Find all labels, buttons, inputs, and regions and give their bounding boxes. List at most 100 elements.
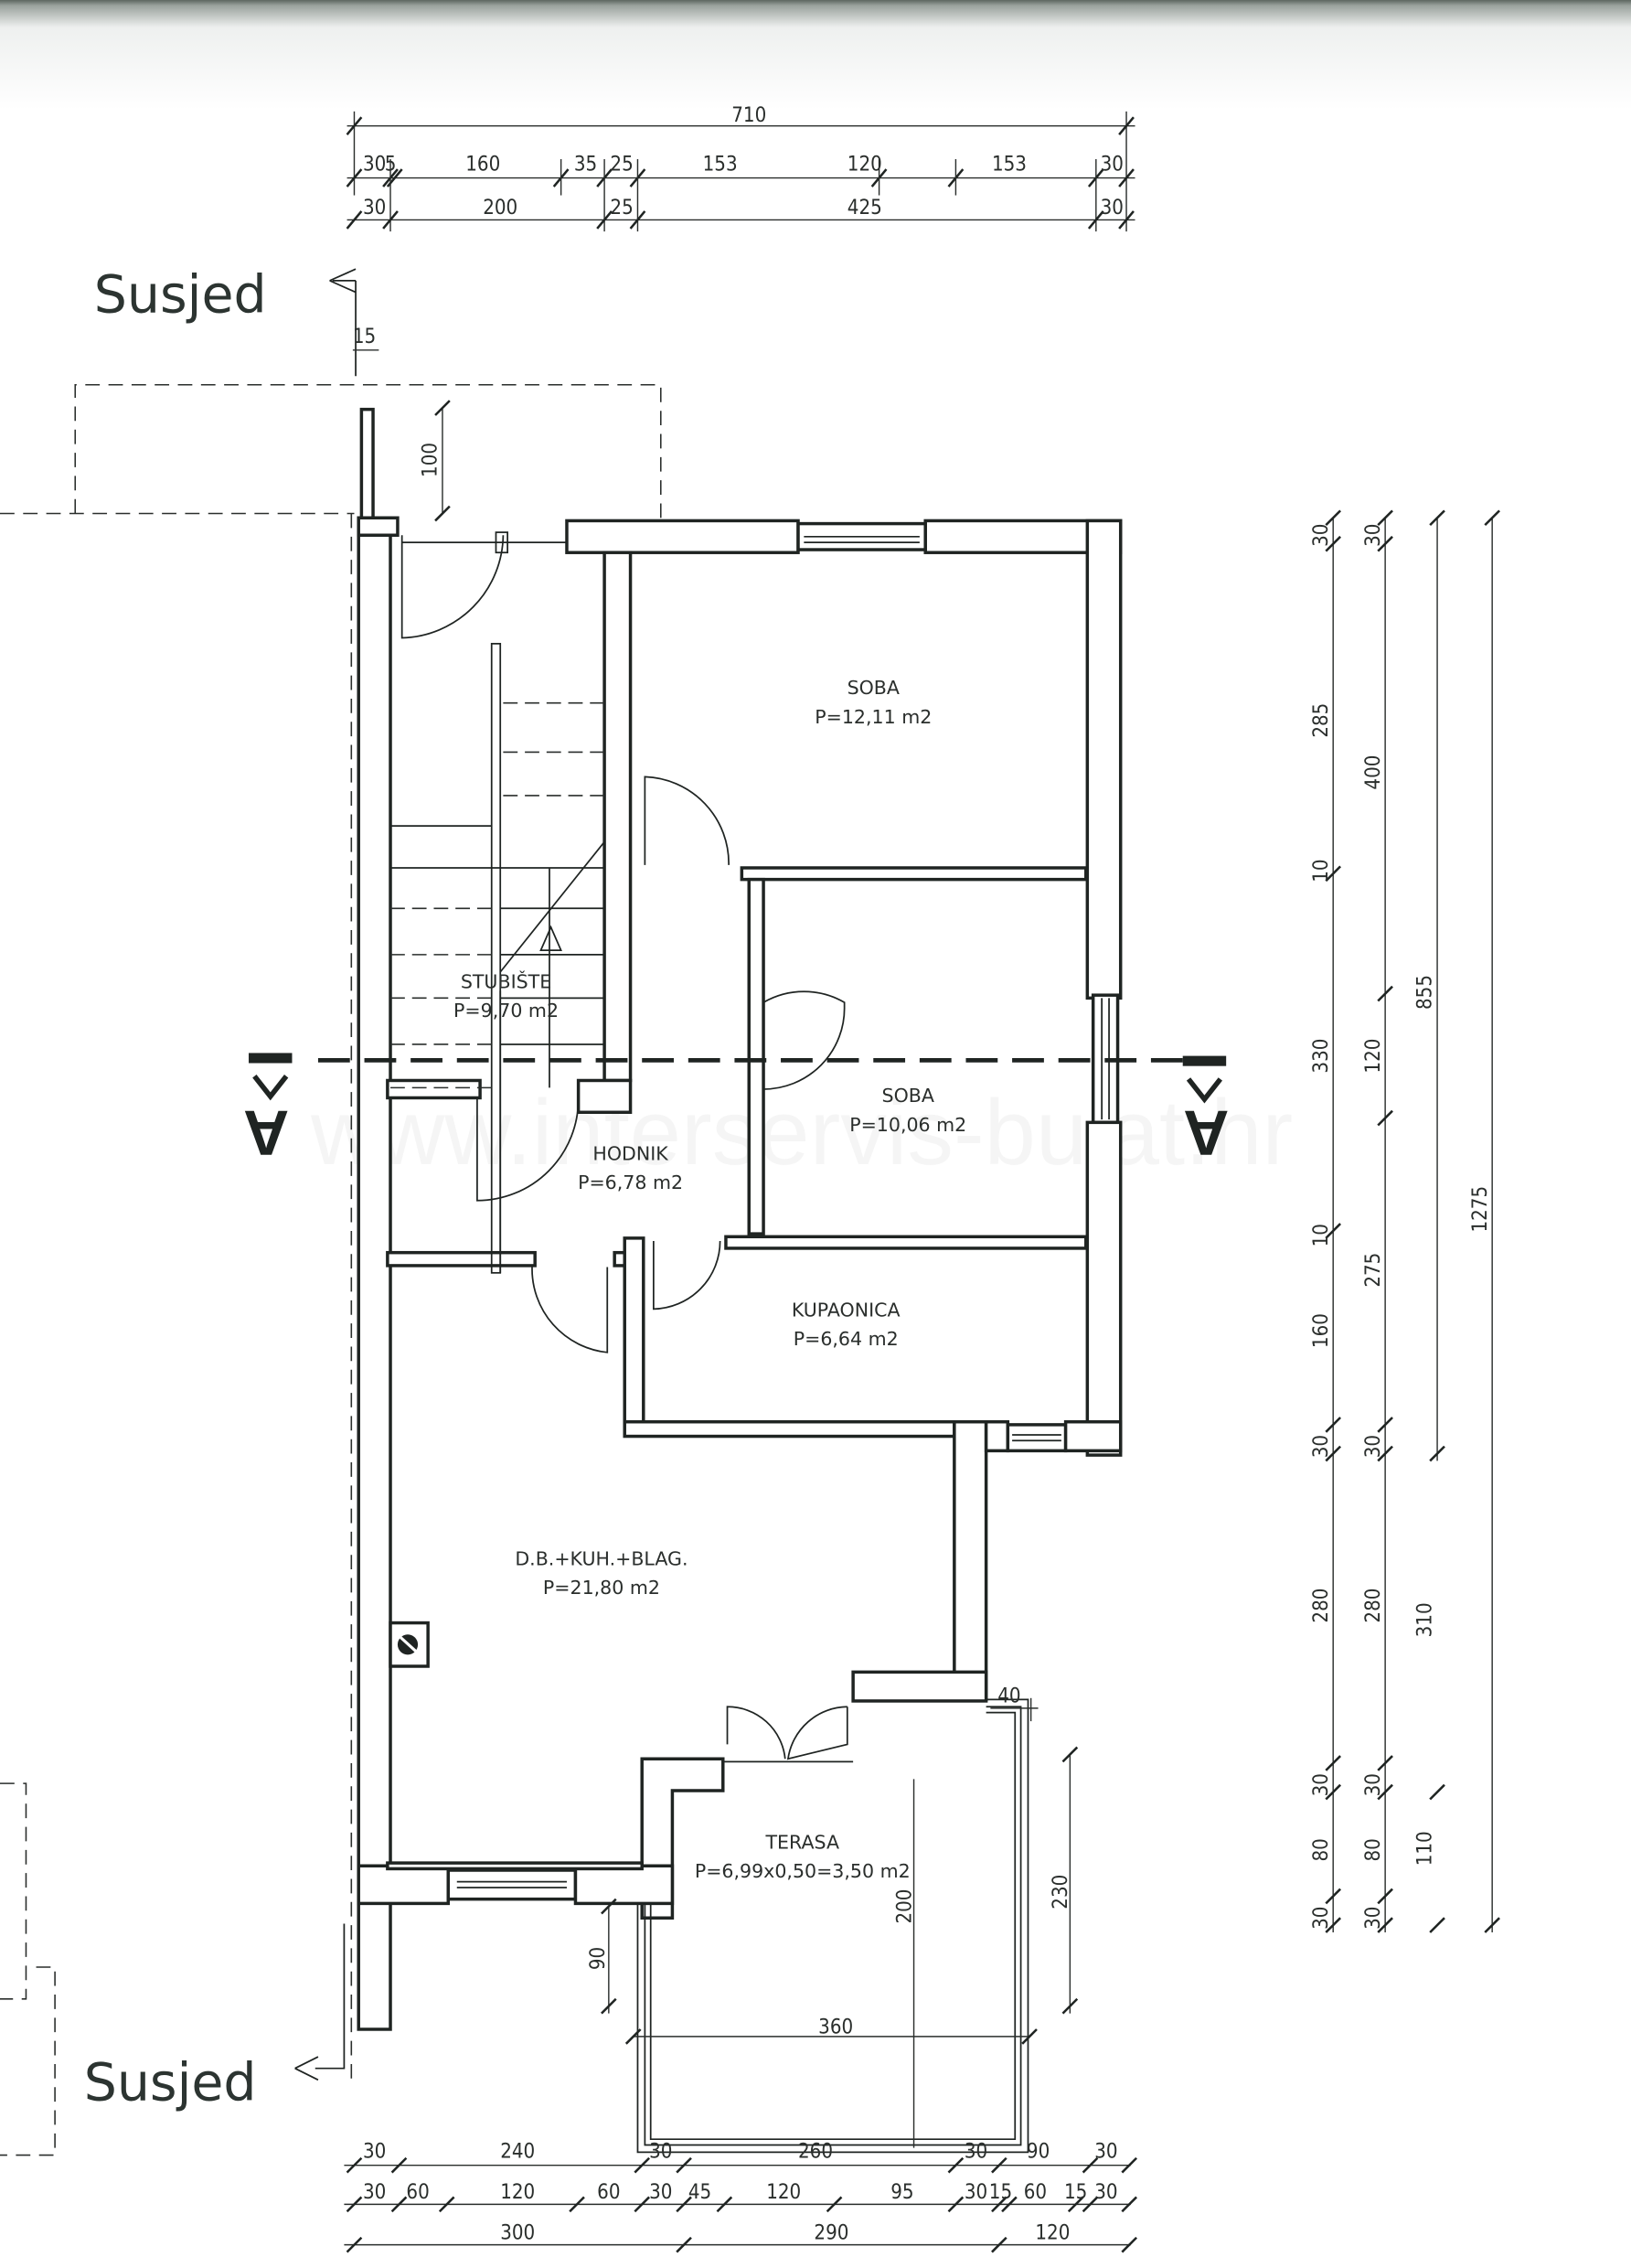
dim-label: 45 (688, 2180, 711, 2204)
room-area: P=12,11 m2 (815, 706, 932, 728)
dim-label: 855 (1413, 975, 1437, 1010)
dim-label: 230 (1049, 1875, 1072, 1910)
dim-label: 330 (1309, 1039, 1333, 1074)
dim-label: 90 (1027, 2140, 1050, 2164)
dim-label: 30 (1361, 524, 1385, 547)
right-dimensions: 30 285 10 330 10 160 30 280 30 80 30 30 … (1309, 509, 1500, 1933)
dim-label: 160 (1309, 1313, 1333, 1348)
dim-label: 120 (1035, 2220, 1070, 2244)
top-dimensions: 710 30 5 160 35 25 153 120 153 30 30 200… (346, 103, 1135, 232)
neighbor-label-top: Susjed (94, 265, 267, 326)
dim-label: 30 (965, 2140, 987, 2164)
dim-label: 40 (997, 1685, 1020, 1708)
dim-label: 30 (649, 2180, 672, 2204)
dim-label: 15 (353, 325, 376, 348)
dim-label: 290 (814, 2220, 848, 2244)
room-name: D.B.+KUH.+BLAG. (515, 1547, 688, 1569)
room-name: TERASA (765, 1831, 840, 1853)
dim-label: 30 (363, 196, 386, 219)
dim-label: 260 (798, 2140, 833, 2164)
dim-label: 240 (500, 2140, 535, 2164)
room-area: P=6,64 m2 (794, 1328, 899, 1350)
dim-label: 110 (1413, 1831, 1437, 1866)
dim-label: 30 (1094, 2140, 1117, 2164)
dim-label: 5 (385, 153, 397, 177)
dim-label: 30 (1101, 153, 1124, 177)
dim-label: 10 (1309, 859, 1333, 882)
dim-label: 30 (1094, 2180, 1117, 2204)
section-line: A A (243, 1053, 1229, 1169)
dim-label: 30 (1309, 1435, 1333, 1458)
dim-label: 35 (574, 153, 597, 177)
dim-label: 160 (465, 153, 500, 177)
dim-label: 60 (597, 2180, 620, 2204)
dim-label: 285 (1309, 703, 1333, 738)
doors (476, 776, 854, 1763)
room-area: P=6,99x0,50=3,50 m2 (695, 1860, 911, 1882)
room-area: P=9,70 m2 (453, 1000, 559, 1022)
section-marker-left: A (243, 1097, 289, 1169)
dim-label: 30 (1361, 1435, 1385, 1458)
room-labels: SOBA P=12,11 m2 SOBA P=10,06 m2 STUBIŠTE… (453, 677, 966, 1882)
dim-label: 280 (1361, 1589, 1385, 1623)
room-area: P=21,80 m2 (543, 1577, 660, 1599)
dim-label: 275 (1361, 1253, 1385, 1288)
room-name: SOBA (882, 1085, 934, 1107)
dim-label: 30 (1101, 196, 1124, 219)
dim-label: 280 (1309, 1589, 1333, 1623)
dim-label: 120 (766, 2180, 801, 2204)
room-area: P=6,78 m2 (578, 1171, 683, 1193)
terrace-dimensions: 40 200 230 90 360 (586, 1685, 1079, 2148)
walls (357, 407, 1123, 2031)
dim-label: 25 (610, 196, 633, 219)
dim-label: 100 (419, 443, 442, 477)
dim-label: 310 (1413, 1602, 1437, 1637)
dim-label: 30 (965, 2180, 987, 2204)
dim-label: 30 (363, 2180, 386, 2204)
dim-label: 15 (1064, 2180, 1087, 2204)
neighbor-arrow-top-icon (329, 268, 357, 377)
dim-label: 153 (703, 153, 738, 177)
room-name: HODNIK (592, 1142, 668, 1164)
dim-label: 30 (1309, 524, 1333, 547)
dim-label: 1275 (1468, 1186, 1492, 1233)
dim-label: 60 (406, 2180, 429, 2204)
neighbor-label-bottom: Susjed (84, 2052, 257, 2113)
room-area: P=10,06 m2 (849, 1114, 966, 1136)
dim-label: 400 (1361, 755, 1385, 790)
dim-label: 300 (500, 2220, 535, 2244)
dim-label: 30 (1309, 1773, 1333, 1796)
neighbor-outlines (0, 383, 662, 2156)
dim-label: 120 (847, 153, 882, 177)
dim-label: 200 (892, 1889, 916, 1924)
dim-label: 10 (1309, 1224, 1333, 1246)
dim-label: 80 (1361, 1838, 1385, 1861)
dim-label: 30 (649, 2140, 672, 2164)
dim-label: 25 (610, 153, 633, 177)
dim-label: 30 (363, 153, 386, 177)
dim-label: 60 (1024, 2180, 1047, 2204)
room-name: KUPAONICA (792, 1299, 901, 1321)
bottom-dimensions: 30 240 30 260 30 90 30 30 60 120 60 30 4… (344, 2140, 1138, 2253)
stairs (390, 642, 605, 1274)
dim-label: 120 (500, 2180, 535, 2204)
dim-label: 120 (1361, 1039, 1385, 1074)
dim-label: 200 (483, 196, 517, 219)
neighbor-arrow-bottom-icon (294, 1923, 346, 2081)
dim-label: 30 (1361, 1907, 1385, 1930)
dim-label: 30 (1361, 1773, 1385, 1796)
dim-label: 30 (363, 2140, 386, 2164)
room-name: STUBIŠTE (461, 969, 551, 992)
section-marker-right: A (1183, 1097, 1229, 1169)
dim-label: 80 (1309, 1838, 1333, 1861)
terrace-railing (636, 1698, 1029, 2154)
room-name: SOBA (847, 677, 900, 699)
dim-label: 425 (847, 196, 882, 219)
dim-label: 30 (1309, 1907, 1333, 1930)
dim-overall-width: 710 (731, 103, 766, 127)
dim-label: 360 (818, 2016, 853, 2039)
stair-direction-arrow-icon (539, 925, 562, 952)
dim-label: 90 (586, 1947, 610, 1970)
